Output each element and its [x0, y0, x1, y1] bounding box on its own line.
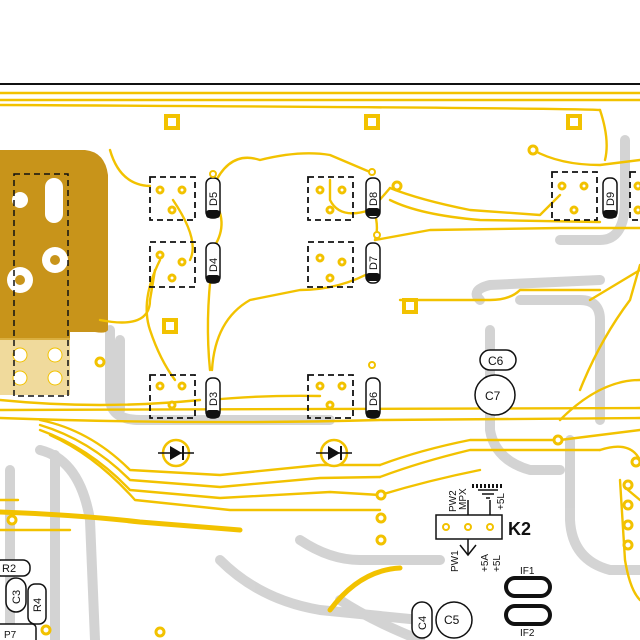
capacitor-c4	[411, 601, 433, 639]
label-c3: C3	[11, 590, 23, 604]
label-d3: D3	[208, 392, 220, 406]
switch-pads	[155, 181, 640, 410]
led-symbol-left	[158, 438, 194, 468]
label-pw2: PW2	[448, 490, 459, 512]
label-if1: IF1	[520, 566, 535, 577]
diode-d5	[205, 170, 221, 219]
switch-outlines	[149, 171, 640, 419]
label-d4: D4	[208, 258, 220, 272]
component-if1	[504, 576, 552, 598]
header-pins	[94, 144, 640, 551]
resistor-r2	[0, 559, 31, 577]
label-k2: K2	[508, 519, 531, 539]
diode-d3	[205, 377, 221, 419]
label-plus5l-top: +5L	[496, 493, 507, 510]
label-c7: C7	[485, 389, 501, 403]
diode-d8	[365, 168, 381, 219]
shadow-traces	[5, 135, 640, 640]
label-pw1: PW1	[450, 550, 461, 572]
label-plus5l-bottom: +5L	[492, 555, 503, 572]
capacitor-c3	[5, 577, 27, 613]
label-r2: R2	[2, 563, 16, 575]
label-c4: C4	[417, 616, 429, 630]
resistor-r4	[27, 583, 47, 625]
label-d5: D5	[208, 192, 220, 206]
component-if2	[504, 604, 552, 626]
diode-d4	[205, 242, 221, 284]
label-mpx: MPX	[458, 488, 469, 510]
left-pads	[7, 173, 69, 397]
misc-pads	[6, 514, 166, 638]
capacitor-c5	[435, 601, 473, 639]
diode-d6	[365, 361, 381, 419]
diode-d9	[602, 177, 618, 219]
square-pads	[162, 114, 582, 334]
diodes	[205, 168, 618, 419]
connector-k2	[435, 484, 503, 557]
diode-d7	[365, 231, 381, 284]
label-c6: C6	[488, 354, 504, 368]
label-p7: P7	[4, 630, 17, 640]
label-d6: D6	[368, 392, 380, 406]
label-plus5a: +5A	[480, 554, 491, 572]
capacitor-c6	[479, 349, 517, 371]
label-r4: R4	[32, 598, 44, 612]
label-c5: C5	[444, 613, 460, 627]
label-d9: D9	[605, 192, 617, 206]
trimmer-p7	[0, 623, 37, 640]
label-if2: IF2	[520, 628, 535, 639]
led-symbol-right	[316, 438, 352, 468]
label-d7: D7	[368, 256, 380, 270]
capacitor-c7	[474, 374, 516, 416]
power-traces	[0, 509, 403, 613]
label-d8: D8	[368, 192, 380, 206]
